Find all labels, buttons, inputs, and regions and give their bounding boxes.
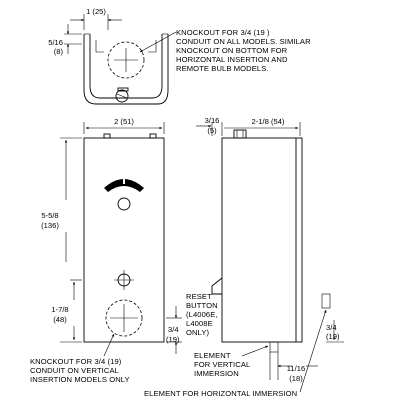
top-width-dim: 1 (25)	[86, 7, 106, 16]
side-view: 3/16 (5) 2-1/8 (54) RESET BUTTON (L4006E…	[144, 116, 344, 398]
front-height-dim-fraction: 5-5/8	[41, 211, 58, 220]
top-knockout-note-line-3: KNOCKOUT ON BOTTOM FOR	[176, 46, 288, 55]
dial-knob	[117, 197, 131, 211]
side-bottom-dim-fraction: 11/16	[287, 364, 305, 373]
front-lower-dim-metric: (48)	[53, 315, 67, 324]
top-knockout	[107, 41, 145, 79]
reset-note-line-2: BUTTON	[186, 301, 218, 310]
top-view: 1 (25) 5/16 (8) KNOCKOUT FOR 3/4 (19 ) C…	[48, 7, 311, 105]
side-right-dim-metric: (19)	[326, 332, 340, 341]
side-top-dim-metric: (5)	[207, 126, 217, 135]
screw-icon	[115, 89, 129, 103]
front-view: 2 (51) 5-5/8 (136) 1-7/8 (48)	[30, 117, 182, 384]
bottom-knockout	[105, 299, 143, 337]
front-lower-dim-fraction: 1-7/8	[51, 305, 68, 314]
front-housing	[83, 137, 165, 343]
top-knockout-note-line-5: REMOTE BULB MODELS.	[176, 64, 269, 73]
front-height-dim-metric: (136)	[41, 221, 59, 230]
reset-button-icon	[211, 277, 223, 295]
vertical-immersion-note-line-1: ELEMENT	[194, 351, 231, 360]
vertical-immersion-note-line-3: IMMERSION	[194, 369, 239, 378]
front-knockout-note-line-1: KNOCKOUT FOR 3/4 (19)	[30, 357, 122, 366]
top-knockout-note-line-2: CONDUIT ON ALL MODELS. SIMILAR	[176, 37, 311, 46]
top-depth-dim-metric: (8)	[54, 47, 64, 56]
side-top-dim-fraction: 3/16	[205, 116, 220, 125]
front-knockout-note-line-3: INSERTION MODELS ONLY	[30, 375, 130, 384]
vertical-immersion-note-line-2: FOR VERTICAL	[194, 360, 250, 369]
reset-note-line-5: ONLY)	[186, 328, 210, 337]
reset-note-line-4: L4008E	[186, 319, 213, 328]
top-knockout-note-line-4: HORIZONTAL INSERTION AND	[176, 55, 288, 64]
top-depth-dim-fraction: 5/16	[48, 38, 63, 47]
side-width-dim: 2-1/8 (54)	[252, 117, 285, 126]
dial-indicator	[104, 179, 144, 192]
front-width-dim: 2 (51)	[114, 117, 134, 126]
front-bottom-dim-fraction: 3/4	[168, 325, 179, 334]
front-knockout-note-line-2: CONDUIT ON VERTICAL	[30, 366, 119, 375]
front-bottom-dim-metric: (19)	[166, 335, 180, 344]
reset-note-line-3: (L4006E,	[186, 310, 218, 319]
side-right-dim-fraction: 3/4	[326, 323, 337, 332]
side-bottom-dim-metric: (18)	[289, 374, 303, 383]
reset-note-line-1: RESET	[186, 292, 212, 301]
top-nut	[233, 129, 247, 139]
side-housing	[221, 137, 303, 343]
top-knockout-note-line-1: KNOCKOUT FOR 3/4 (19 )	[176, 28, 270, 37]
horizontal-immersion-note: ELEMENT FOR HORIZONTAL IMMERSION	[144, 389, 297, 398]
